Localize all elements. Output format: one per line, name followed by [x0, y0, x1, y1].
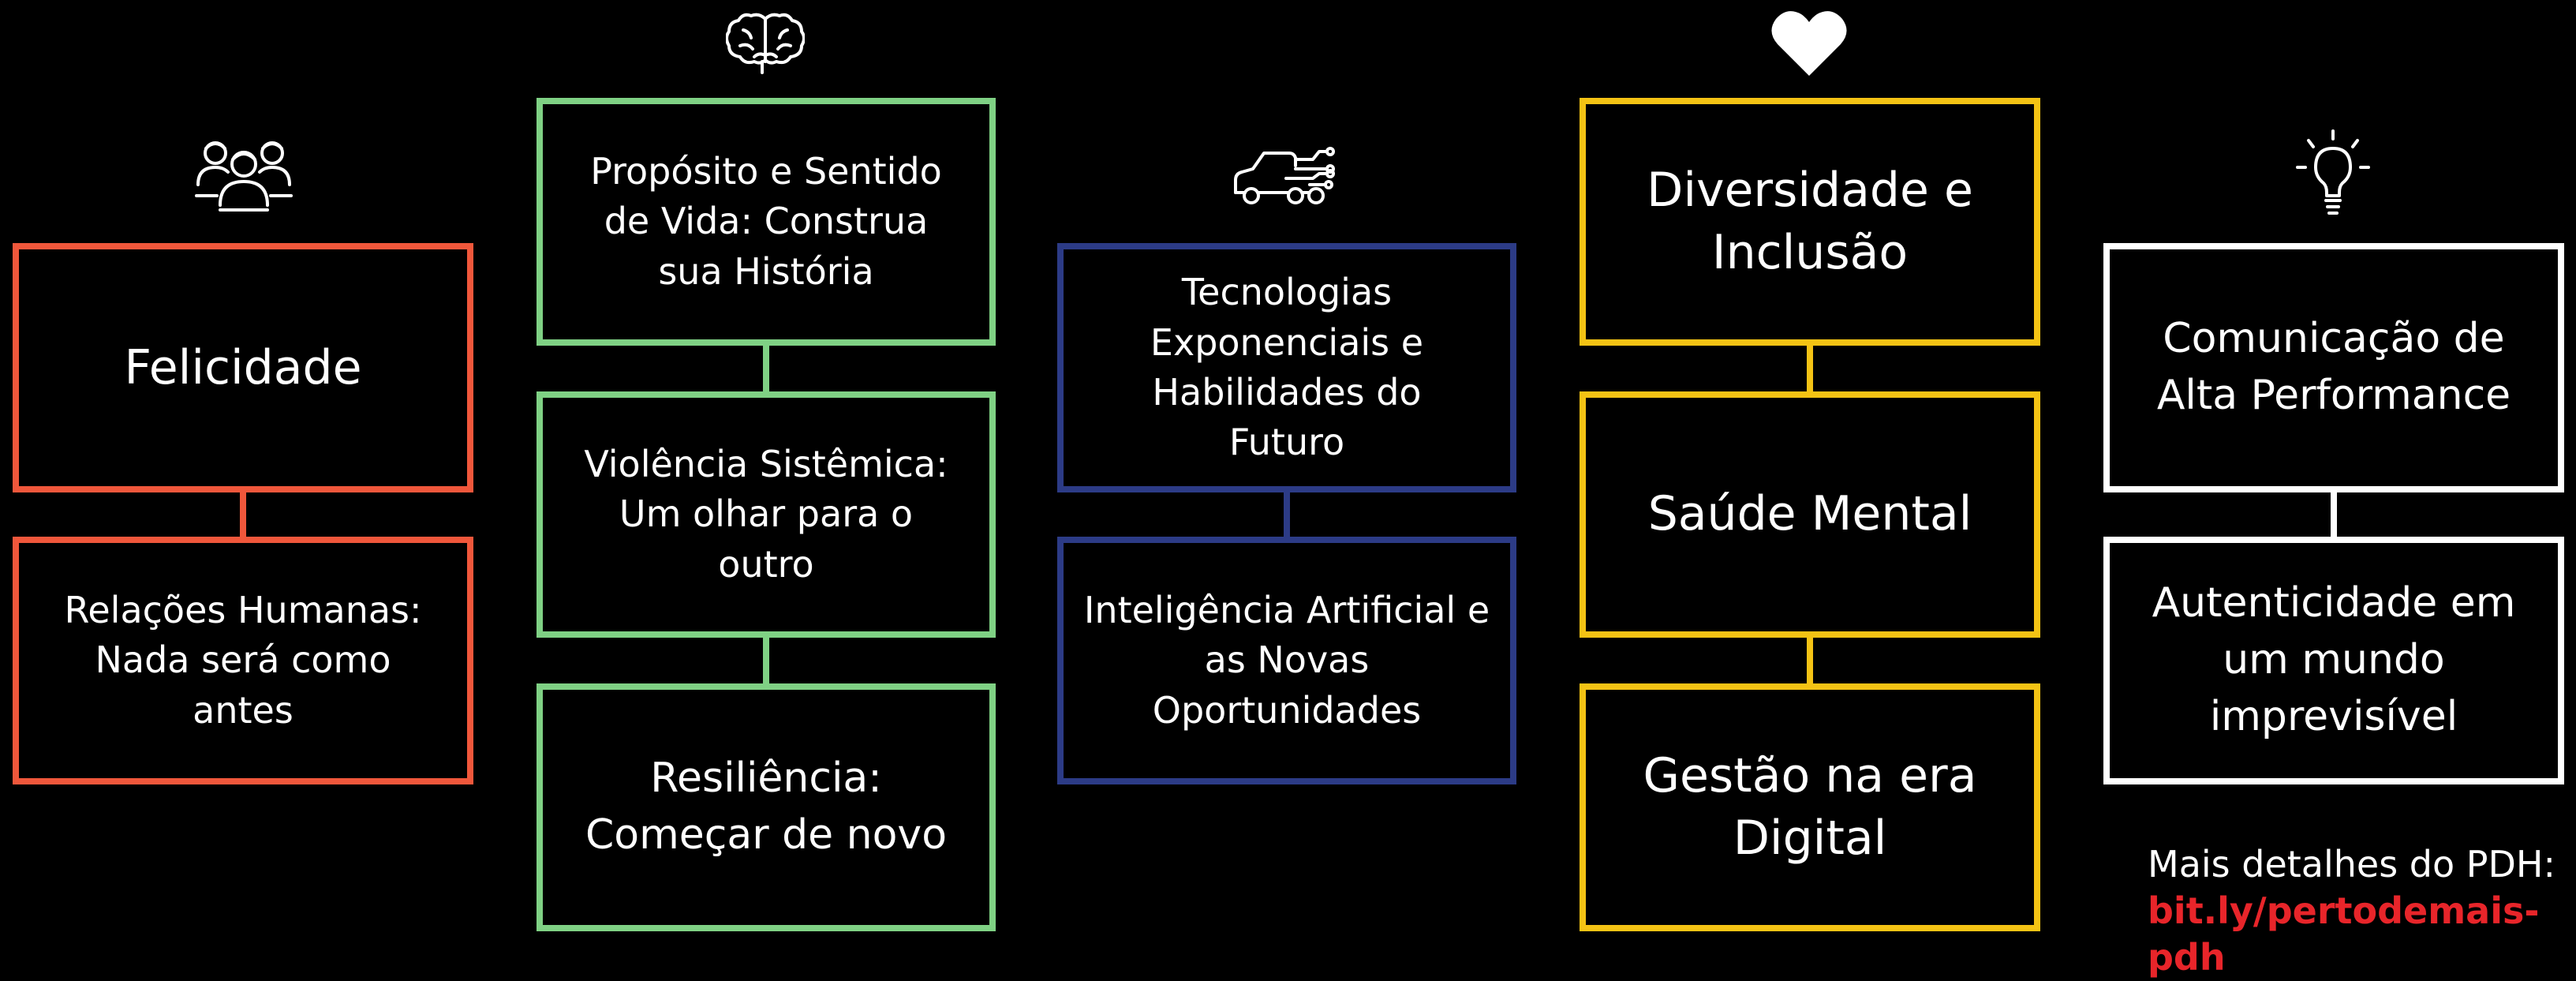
box-inteligencia-artificial: Inteligência Artificial e as Novas Oport…: [1057, 537, 1516, 784]
connector: [2331, 492, 2337, 537]
box-label: Felicidade: [124, 339, 362, 395]
box-label: Propósito e Sentido de Vida: Construa su…: [590, 149, 942, 293]
footer-label: Mais detalhes do PDH:: [2148, 843, 2556, 886]
box-comunicacao-alta-performance: Comunicação de Alta Performance: [2103, 243, 2564, 492]
box-label: Tecnologias Exponenciais e Habilidades d…: [1150, 271, 1424, 464]
footer-link[interactable]: bit.ly/pertodemais-pdh: [2148, 889, 2540, 979]
box-label: Gestão na era Digital: [1643, 747, 1977, 866]
box-felicidade: Felicidade: [13, 243, 473, 492]
heart-icon: [1771, 9, 1847, 77]
box-label: Violência Sistêmica: Um olhar para o out…: [584, 442, 948, 586]
box-gestao-era-digital: Gestão na era Digital: [1580, 683, 2040, 931]
box-proposito: Propósito e Sentido de Vida: Construa su…: [537, 98, 996, 346]
connector: [1807, 346, 1813, 391]
footer: Mais detalhes do PDH: bit.ly/pertodemais…: [2148, 841, 2576, 981]
connector: [240, 492, 246, 537]
lightbulb-icon: [2294, 128, 2372, 215]
box-label: Relações Humanas: Nada será como antes: [64, 588, 422, 732]
box-resiliencia: Resiliência: Começar de novo: [537, 683, 996, 931]
connector: [763, 346, 769, 391]
box-tecnologias-exponenciais: Tecnologias Exponenciais e Habilidades d…: [1057, 243, 1516, 492]
connector: [1807, 638, 1813, 683]
connector: [763, 638, 769, 683]
box-saude-mental: Saúde Mental: [1580, 391, 2040, 638]
box-violencia-sistemica: Violência Sistêmica: Um olhar para o out…: [537, 391, 996, 638]
box-relacoes-humanas: Relações Humanas: Nada será como antes: [13, 537, 473, 784]
box-label: Resiliência: Começar de novo: [585, 754, 948, 859]
box-label: Autenticidade em um mundo imprevisível: [2152, 579, 2516, 740]
box-diversidade-inclusao: Diversidade e Inclusão: [1580, 98, 2040, 346]
box-label: Inteligência Artificial e as Novas Oport…: [1083, 588, 1490, 732]
box-autenticidade: Autenticidade em um mundo imprevisível: [2103, 537, 2564, 784]
tech-car-icon: [1231, 144, 1341, 213]
people-group-icon: [193, 133, 294, 215]
box-label: Comunicação de Alta Performance: [2156, 315, 2511, 419]
box-label: Diversidade e Inclusão: [1647, 162, 1973, 280]
box-label: Saúde Mental: [1647, 486, 1972, 542]
connector: [1284, 492, 1290, 537]
brain-icon: [726, 11, 805, 74]
